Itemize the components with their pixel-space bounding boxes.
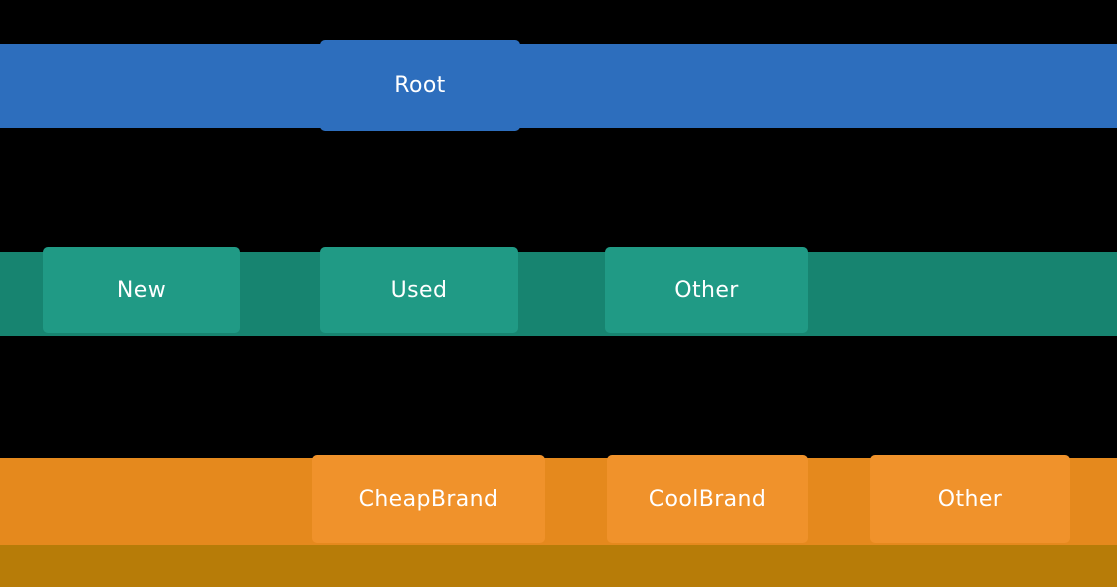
node-label: Other <box>674 277 739 303</box>
tree-node-root[interactable]: Root <box>320 40 520 131</box>
tree-node-used[interactable]: Used <box>320 247 518 333</box>
node-label: Used <box>390 277 448 303</box>
node-label: Root <box>394 73 446 98</box>
tree-node-coolbrand[interactable]: CoolBrand <box>607 455 808 543</box>
node-label: CoolBrand <box>648 486 767 512</box>
truncated-next-level-band <box>0 545 1117 587</box>
tree-node-cheapbrand[interactable]: CheapBrand <box>312 455 545 543</box>
tree-node-other-level-1[interactable]: Other <box>605 247 808 333</box>
node-label: CheapBrand <box>358 486 499 512</box>
node-label: New <box>116 277 167 303</box>
level-0-link-band <box>0 44 1117 128</box>
tree-node-new[interactable]: New <box>43 247 240 333</box>
tree-node-other-level-2[interactable]: Other <box>870 455 1070 543</box>
node-label: Other <box>937 486 1003 512</box>
